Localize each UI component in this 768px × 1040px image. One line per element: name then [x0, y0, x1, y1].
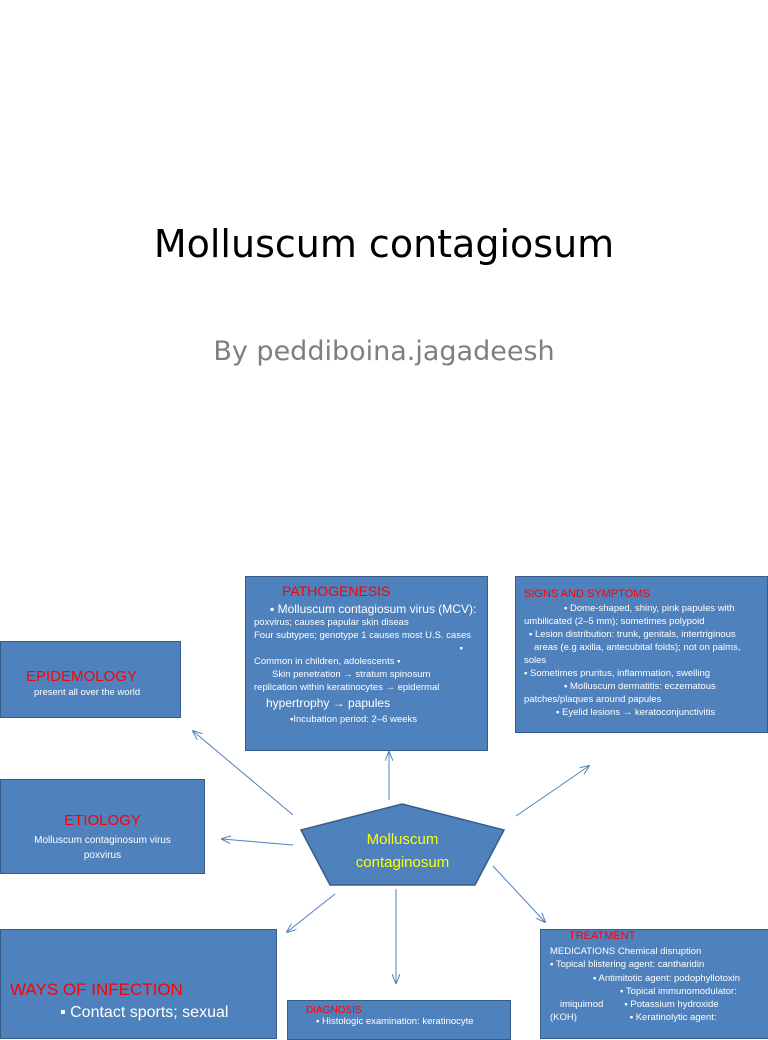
slide-title: Molluscum contagiosum	[153, 222, 615, 266]
epidemology-text: present all over the world	[34, 687, 141, 698]
etiology-line: Molluscum contaginosum virus	[34, 835, 171, 846]
pathogenesis-heading: PATHOGENESIS	[282, 583, 391, 599]
treatment-box: TREATMENT MEDICATIONS Chemical disruptio…	[540, 929, 768, 1039]
signs-line: ▪ Dome-shaped, shiny, pink papules with	[564, 603, 735, 614]
signs-line: ▪ Molluscum dermatitis: eczematous	[564, 681, 716, 692]
center-pentagon	[300, 803, 505, 886]
pathogenesis-line: replication within keratinocytes → epide…	[254, 682, 440, 693]
treatment-heading: TREATMENT	[569, 930, 636, 942]
epidemology-heading: EPIDEMOLOGY	[26, 668, 137, 685]
pathogenesis-line: Common in children, adolescents ▪	[254, 656, 401, 667]
signs-line: ▪ Lesion distribution: trunk, genitals, …	[529, 629, 736, 640]
pathogenesis-line: ▪ Molluscum contagiosum virus (MCV):	[270, 602, 477, 616]
title-slide: Molluscum contagiosum By peddiboina.jaga…	[153, 222, 615, 367]
signs-line: ▪ Eyelid lesions → keratoconjunctivitis	[556, 707, 716, 718]
etiology-line: poxvirus	[83, 850, 122, 861]
ways-heading: WAYS OF INFECTION	[10, 980, 183, 999]
pathogenesis-line: hypertrophy → papules	[266, 696, 391, 710]
ways-text: ▪ Contact sports; sexual	[60, 1004, 229, 1021]
signs-line: umbilicated (2–5 mm); sometimes polypoid	[524, 616, 705, 627]
signs-line: soles	[524, 655, 547, 666]
center-line: contaginosum	[355, 854, 450, 871]
arrow-to-ways	[287, 893, 336, 932]
treatment-line: (KOH) ▪ Keratinolytic agent:	[550, 1012, 717, 1024]
treatment-line: imiquimod ▪ Potassium hydroxide	[560, 999, 719, 1011]
arrow-to-signs	[515, 766, 589, 817]
pathogenesis-line: Skin penetration → stratum spinosum	[272, 669, 431, 680]
treatment-line: ▪ Topical immunomodulator:	[620, 985, 737, 997]
pathogenesis-line: ▪	[459, 643, 463, 654]
treatment-line: ▪ Topical blistering agent: cantharidin	[550, 959, 705, 971]
pathogenesis-line: poxvirus; causes papular skin diseas	[254, 617, 409, 628]
treatment-line: ▪ Antimitotic agent: podophyllotoxin	[593, 972, 741, 984]
signs-line: areas (e.g axilla, antecubital folds); n…	[534, 642, 741, 653]
signs-heading: SIGNS AND SYMPTOMS	[524, 588, 650, 600]
epidemology-box: EPIDEMOLOGY present all over the world	[0, 641, 181, 718]
center-line: Molluscum	[366, 831, 439, 848]
signs-line: patches/plaques around papules	[524, 694, 662, 705]
diagnosis-box: DIAGNOSIS ▪ Histologic examination: kera…	[287, 1000, 511, 1040]
diagnosis-heading: DIAGNOSIS	[306, 1005, 362, 1016]
arrow-to-etiology	[222, 839, 294, 846]
diagnosis-text: ▪ Histologic examination: keratinocyte	[316, 1016, 474, 1027]
etiology-heading: ETIOLOGY	[64, 812, 141, 829]
pathogenesis-line: Four subtypes; genotype 1 causes most U.…	[254, 630, 472, 641]
pathogenesis-box: PATHOGENESIS ▪ Molluscum contagiosum vir…	[245, 576, 488, 751]
pathogenesis-line: ▪Incubation period: 2–6 weeks	[290, 714, 417, 725]
center-label: Molluscum contaginosum	[300, 828, 505, 874]
slide-subtitle: By peddiboina.jagadeesh	[213, 336, 555, 367]
ways-of-infection-box: WAYS OF INFECTION ▪ Contact sports; sexu…	[0, 929, 277, 1039]
treatment-line: MEDICATIONS Chemical disruption	[550, 946, 702, 957]
signs-symptoms-box: SIGNS AND SYMPTOMS ▪ Dome-shaped, shiny,…	[515, 576, 768, 733]
etiology-box: ETIOLOGY Molluscum contaginosum virus po…	[0, 779, 205, 874]
signs-line: ▪ Sometimes pruritus, inflammation, swel…	[524, 668, 711, 679]
